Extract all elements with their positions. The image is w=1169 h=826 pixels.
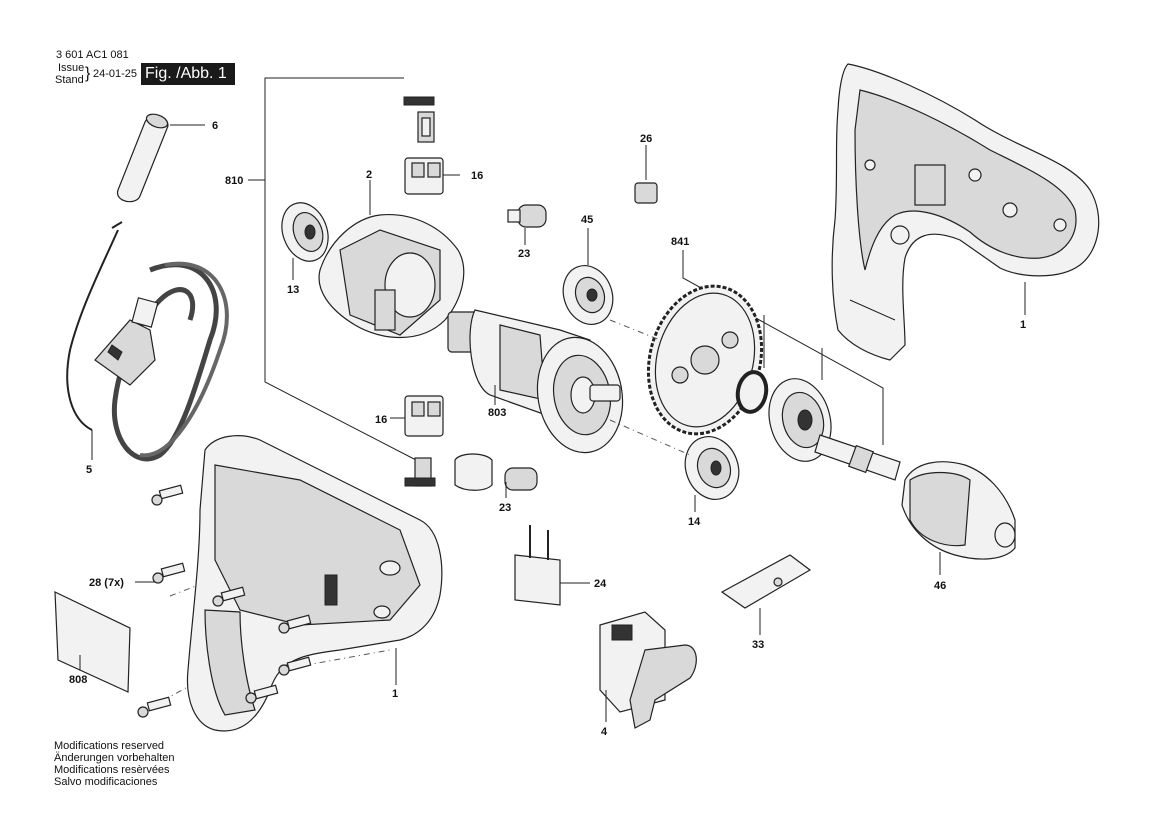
stand-label: Stand xyxy=(55,74,84,86)
note-en: Modifications reserved xyxy=(54,740,165,752)
label-part-26: 26 xyxy=(640,133,652,145)
label-part-16-lower: 16 xyxy=(375,414,387,426)
label-part-5: 5 xyxy=(86,464,92,476)
label-part-1-lower: 1 xyxy=(392,688,398,700)
group-bracket-810 xyxy=(248,77,417,461)
screw xyxy=(151,484,184,506)
label-part-2: 2 xyxy=(366,169,372,181)
nameplate-808 xyxy=(54,591,131,693)
brush-spring-clip xyxy=(454,453,493,491)
drill-chuck xyxy=(901,461,1016,560)
housing-half-right xyxy=(831,63,1100,361)
issue-date: 24-01-25 xyxy=(93,68,138,80)
note-fr: Modifications resèrvées xyxy=(54,764,170,776)
label-part-841: 841 xyxy=(671,236,689,248)
screw xyxy=(278,614,312,634)
carbon-brush-lower xyxy=(404,395,444,437)
power-cable xyxy=(66,221,229,462)
note-es: Salvo modificaciones xyxy=(54,776,158,788)
screw xyxy=(137,696,172,718)
screw xyxy=(245,684,279,704)
ball-bearing-13 xyxy=(281,202,329,262)
label-part-45: 45 xyxy=(581,214,593,226)
label-part-14: 14 xyxy=(688,516,701,528)
switch-cover-33 xyxy=(720,554,812,609)
label-part-23-lower: 23 xyxy=(499,502,511,514)
retaining-ring xyxy=(735,370,769,414)
suppressor-capacitor xyxy=(514,525,561,606)
brush-23-lower xyxy=(504,467,538,491)
carbon-brush-upper xyxy=(404,157,444,195)
label-part-28: 28 (7x) xyxy=(89,577,124,589)
armature-rotor xyxy=(447,309,624,454)
issue-label: Issue xyxy=(58,62,85,74)
housing-half-left xyxy=(186,435,443,732)
label-part-13: 13 xyxy=(287,284,299,296)
label-part-810: 810 xyxy=(225,175,243,187)
modification-notes: Modifications reserved Änderungen vorbeh… xyxy=(54,740,174,788)
label-part-16-upper: 16 xyxy=(471,170,483,182)
label-part-33: 33 xyxy=(752,639,764,651)
screw xyxy=(278,656,312,676)
brace: } xyxy=(85,65,91,82)
gear-wheel xyxy=(646,284,764,436)
brush-holder-bottom xyxy=(404,457,436,487)
screws-28 xyxy=(137,484,312,718)
trigger-switch xyxy=(599,611,697,729)
brush-23-upper xyxy=(507,204,547,228)
note-de: Änderungen vorbehalten xyxy=(54,752,175,764)
screw xyxy=(212,586,246,607)
small-cap-26 xyxy=(634,182,658,204)
document-number: 3 601 AC1 081 xyxy=(56,49,129,61)
label-part-803: 803 xyxy=(488,407,506,419)
label-part-808: 808 xyxy=(69,674,87,686)
brush-holder-top xyxy=(403,96,435,143)
screw xyxy=(152,562,186,584)
auxiliary-handle xyxy=(117,113,169,203)
label-part-46: 46 xyxy=(934,580,946,592)
label-part-23-upper: 23 xyxy=(518,248,530,260)
ball-bearing-45 xyxy=(562,265,614,325)
drill-spindle xyxy=(814,434,901,481)
figure-label: Fig. /Abb. 1 xyxy=(141,63,235,85)
ball-bearing-841 xyxy=(768,378,832,462)
ball-bearing-14 xyxy=(684,436,740,500)
label-part-6: 6 xyxy=(212,120,218,132)
field-stator xyxy=(318,213,465,338)
label-part-24: 24 xyxy=(594,578,607,590)
label-part-4: 4 xyxy=(601,726,608,738)
label-part-1-upper: 1 xyxy=(1020,319,1026,331)
